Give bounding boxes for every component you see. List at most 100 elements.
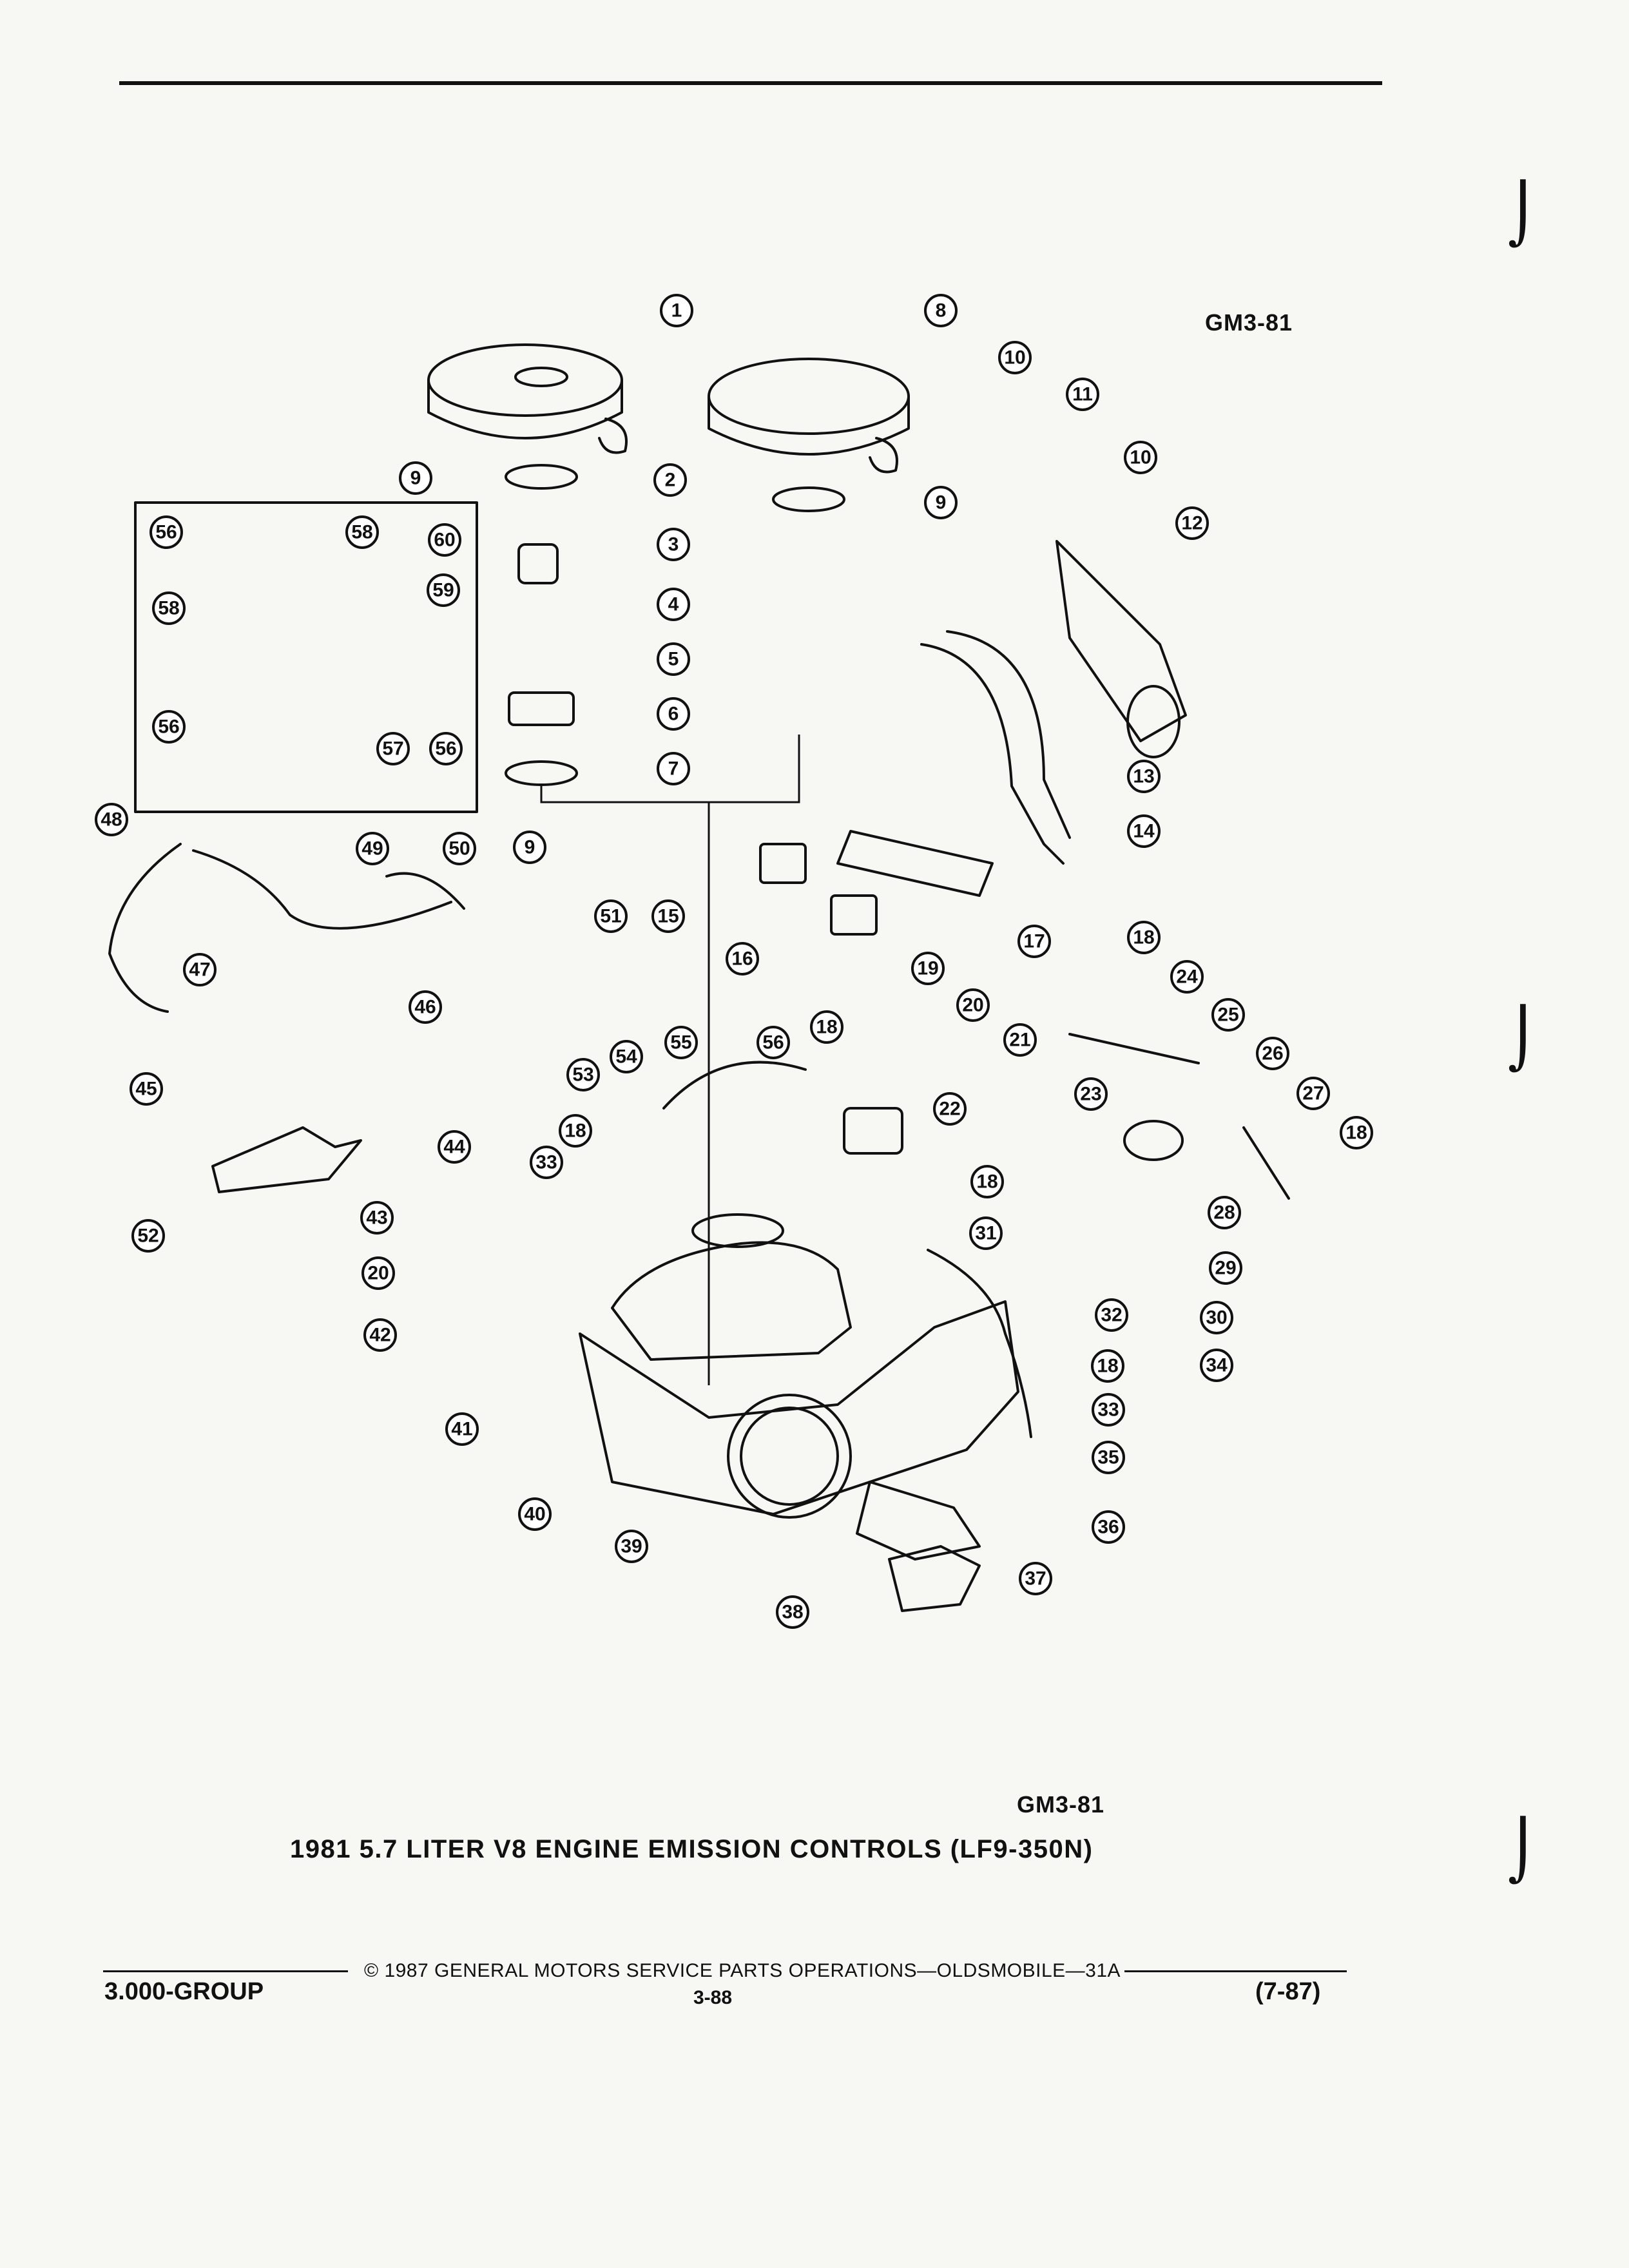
- callout-bubble: [1127, 921, 1161, 954]
- callout-label: 44: [443, 1137, 465, 1158]
- intake-manifold: [579, 1213, 1019, 1561]
- figure-code-top: GM3-81: [1205, 309, 1293, 336]
- callout-label: 19: [917, 958, 938, 979]
- callout-label: 5: [668, 649, 679, 670]
- callout-59: 59: [427, 573, 460, 607]
- callout-18: 18: [810, 1010, 843, 1044]
- callout-bubble: [1340, 1116, 1373, 1149]
- callout-6: 6: [657, 697, 690, 731]
- callout-label: 30: [1206, 1307, 1227, 1329]
- callout-34: 34: [1200, 1349, 1233, 1382]
- revision-label: (7-87): [1255, 1978, 1321, 2005]
- callout-bubble: [1200, 1349, 1233, 1382]
- callout-label: 54: [615, 1046, 637, 1068]
- callout-label: 14: [1133, 821, 1155, 842]
- callout-bubble: [131, 1219, 165, 1253]
- callout-bubble: [776, 1595, 809, 1629]
- callout-bubble: [998, 341, 1032, 374]
- callout-label: 60: [434, 530, 455, 551]
- callout-label: 28: [1213, 1202, 1235, 1224]
- callout-label: 18: [816, 1017, 837, 1038]
- callout-58: 58: [152, 591, 186, 625]
- callout-bubble: [428, 523, 461, 557]
- group-label: 3.000-GROUP: [104, 1978, 264, 2005]
- callout-bubble: [363, 1318, 397, 1352]
- callout-50: 50: [443, 832, 476, 865]
- callout-bubble: [660, 294, 693, 327]
- callout-58: 58: [345, 515, 379, 549]
- flex-hose-13: [920, 630, 1071, 865]
- callout-bubble: [445, 1412, 479, 1446]
- callout-11: 11: [1066, 378, 1099, 411]
- callout-bubble: [566, 1058, 600, 1091]
- callout-bubble: [559, 1114, 592, 1148]
- callout-label: 56: [435, 738, 456, 760]
- thermal-sensor: [517, 543, 559, 584]
- callout-38: 38: [776, 1595, 809, 1629]
- callout-17: 17: [1017, 925, 1051, 958]
- callout-bubble: [924, 486, 958, 519]
- vacuum-hose-24: [1068, 1033, 1200, 1064]
- callout-30: 30: [1200, 1301, 1233, 1334]
- callout-56: 56: [152, 710, 186, 744]
- hose-55: [662, 1061, 807, 1110]
- callout-bubble: [610, 1040, 643, 1073]
- callout-24: 24: [1170, 960, 1204, 994]
- callout-label: 18: [1097, 1356, 1118, 1377]
- callout-label: 8: [936, 300, 947, 322]
- callout-bubble: [924, 294, 958, 327]
- callout-1: 1: [660, 294, 693, 327]
- callout-label: 2: [665, 470, 676, 491]
- callout-label: 7: [668, 758, 679, 780]
- callout-label: 53: [572, 1064, 593, 1086]
- egr-valve-22: [843, 1107, 903, 1155]
- callout-37: 37: [1019, 1562, 1052, 1595]
- callout-bubble: [1296, 1077, 1330, 1110]
- callout-bubble: [427, 573, 460, 607]
- callout-10: 10: [1124, 441, 1157, 474]
- callout-bubble: [1256, 1037, 1289, 1070]
- callout-39: 39: [615, 1530, 648, 1563]
- callout-41: 41: [445, 1412, 479, 1446]
- callout-19: 19: [911, 952, 945, 985]
- inset-box: [134, 501, 478, 813]
- wire-harness: [108, 843, 452, 1013]
- callout-label: 39: [621, 1536, 642, 1557]
- callout-21: 21: [1003, 1023, 1037, 1057]
- callout-bubble: [970, 1165, 1004, 1198]
- callout-9: 9: [399, 461, 432, 495]
- callout-label: 11: [1072, 384, 1093, 405]
- callout-36: 36: [1092, 1510, 1125, 1544]
- callout-40: 40: [518, 1497, 552, 1531]
- callout-46: 46: [409, 990, 442, 1024]
- callout-49: 49: [356, 832, 389, 865]
- callout-47: 47: [183, 953, 217, 986]
- callout-label: 22: [939, 1099, 960, 1120]
- callout-label: 9: [410, 468, 421, 489]
- callout-label: 45: [135, 1079, 157, 1100]
- callout-bubble: [513, 831, 546, 864]
- tube-27: [1242, 1126, 1290, 1200]
- callout-23: 23: [1074, 1077, 1108, 1111]
- callout-57: 57: [376, 732, 410, 765]
- callout-53: 53: [566, 1058, 600, 1091]
- callout-bubble: [657, 642, 690, 676]
- callout-label: 12: [1181, 513, 1202, 534]
- callout-bubble: [726, 942, 759, 975]
- figure-code-bottom: GM3-81: [1017, 1791, 1105, 1818]
- adapter-6: [508, 691, 575, 726]
- callout-bubble: [183, 953, 217, 986]
- callout-label: 43: [366, 1207, 387, 1229]
- callout-label: 51: [600, 906, 621, 927]
- callout-bubble: [1170, 960, 1204, 994]
- callout-bubble: [360, 1201, 394, 1235]
- bracket-52: [211, 1126, 362, 1193]
- callout-56: 56: [429, 732, 463, 765]
- callout-18: 18: [970, 1165, 1004, 1198]
- callout-14: 14: [1127, 814, 1161, 848]
- callout-label: 31: [975, 1223, 996, 1244]
- callout-55: 55: [664, 1026, 698, 1059]
- callout-bubble: [1095, 1298, 1128, 1332]
- callout-bubble: [130, 1072, 163, 1106]
- callout-label: 26: [1262, 1043, 1283, 1064]
